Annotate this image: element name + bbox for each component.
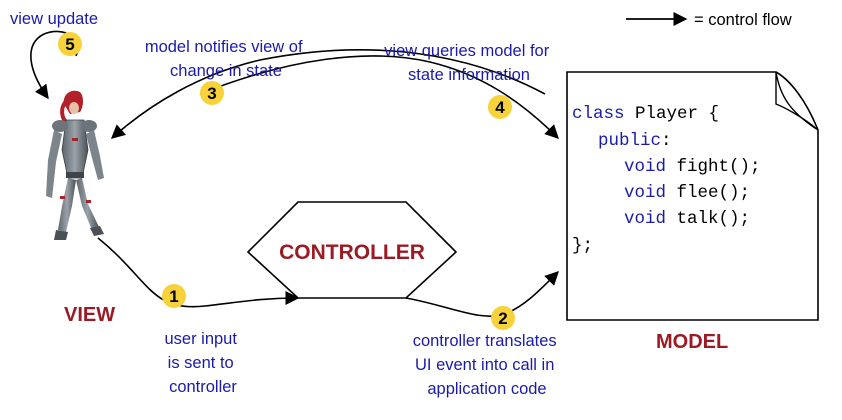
- step-4-label: view queries model for state information: [384, 42, 554, 84]
- arrow-view-to-model: [199, 55, 559, 139]
- svg-text:1: 1: [169, 287, 178, 306]
- arrow-view-to-controller: [97, 237, 300, 308]
- step-1-label: user input is sent to controller: [164, 330, 241, 396]
- model-label: MODEL: [656, 331, 728, 353]
- step-4-badge: 4: [488, 95, 512, 119]
- legend: = control flow: [626, 11, 792, 29]
- code-line-5: void talk();: [624, 209, 750, 229]
- arrow-controller-to-model: [405, 271, 559, 317]
- model-document-fold: [775, 71, 819, 131]
- view-character-figure: [46, 90, 104, 240]
- step-5-badge: 5: [58, 32, 82, 56]
- code-line-2: public:: [598, 131, 672, 151]
- step-2-badge: 2: [491, 306, 515, 330]
- step-5-label: view update: [10, 10, 98, 28]
- step-1-badge: 1: [162, 284, 186, 308]
- controller-label: CONTROLLER: [279, 241, 425, 264]
- code-line-3: void fight();: [624, 157, 761, 177]
- svg-text:4: 4: [495, 98, 505, 117]
- arrow-model-to-view: [110, 49, 546, 139]
- code-line-6: };: [572, 236, 593, 256]
- model-document-page: [566, 71, 819, 321]
- model-document: class Player { public: void fight(); voi…: [566, 71, 819, 321]
- controller-box: CONTROLLER: [246, 201, 458, 299]
- step-3-label: model notifies view of change in state: [145, 38, 307, 80]
- code-line-1: class Player {: [572, 104, 719, 124]
- controller-hexagon: [246, 201, 458, 299]
- svg-text:2: 2: [498, 309, 507, 328]
- step-3-badge: 3: [200, 81, 224, 105]
- svg-text:3: 3: [207, 84, 216, 103]
- code-line-4: void flee();: [624, 183, 750, 203]
- step-2-label: controller translates UI event into call…: [413, 332, 562, 398]
- legend-label: = control flow: [694, 11, 792, 29]
- view-label: VIEW: [64, 304, 115, 326]
- svg-text:5: 5: [65, 35, 74, 54]
